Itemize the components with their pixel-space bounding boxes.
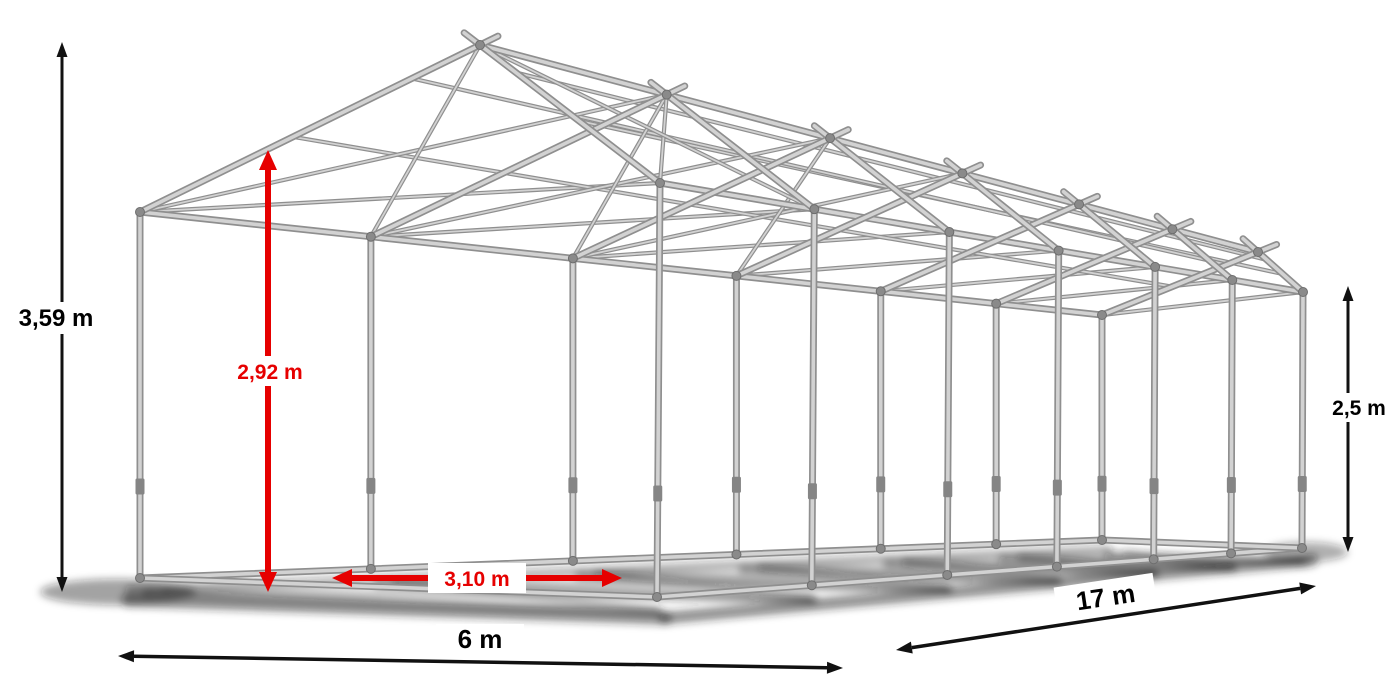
length-arrow — [896, 582, 1316, 654]
tent-frame — [135, 29, 1308, 602]
label-background — [6, 302, 106, 334]
inner-height-label: 2,92 m — [237, 361, 302, 384]
total-height-label-group: 3,59 m — [6, 302, 106, 334]
label-background — [220, 356, 320, 386]
dimension-labels: 3,59 m 2,92 m 3,10 m 2,5 m 6 m 17 m — [6, 302, 1400, 654]
label-background — [1053, 572, 1157, 618]
label-background — [428, 563, 526, 593]
bay-spacing-label-group: 3,10 m — [428, 563, 526, 593]
width-label: 6 m — [458, 624, 503, 654]
width-arrow — [118, 650, 843, 674]
side-height-label-group: 2,5 m — [1318, 393, 1400, 422]
length-label-group: 17 m — [1053, 572, 1157, 618]
label-background — [1318, 393, 1400, 422]
label-background — [436, 624, 524, 654]
inner-height-label-group: 2,92 m — [220, 356, 320, 386]
width-label-group: 6 m — [436, 624, 524, 654]
side-height-label: 2,5 m — [1332, 397, 1386, 420]
total-height-label: 3,59 m — [19, 305, 94, 332]
bay-spacing-label: 3,10 m — [444, 568, 509, 591]
